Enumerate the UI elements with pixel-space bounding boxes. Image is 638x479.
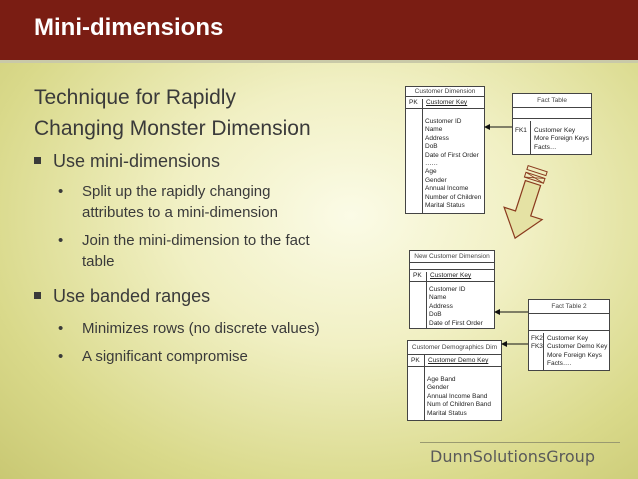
field: Customer Key — [547, 335, 589, 342]
sub-bullet-text-2: table — [82, 253, 115, 270]
bullet-banded-ranges: Use banded ranges — [34, 286, 210, 307]
field: Facts… — [534, 143, 557, 151]
pk-label: PK — [413, 272, 422, 279]
column-divider — [530, 121, 531, 154]
fact-table: Fact Table FK1 Customer Key More Foreign… — [512, 93, 592, 155]
field-list: Customer Key More Foreign Keys Facts… — [534, 127, 589, 152]
field: Customer ID — [429, 286, 466, 293]
logo-divider — [420, 442, 620, 443]
bullet-mini-dimensions: Use mini-dimensions — [34, 151, 220, 172]
field: …… — [425, 160, 438, 168]
table-title: New Customer Dimension — [410, 251, 494, 263]
key-name: Customer Key — [426, 99, 468, 106]
field-list: Customer ID Name Address DoB Date of Fir… — [425, 118, 481, 210]
field: Number of Children — [425, 193, 482, 201]
sub-bullet-text: A significant compromise — [82, 348, 248, 365]
field: Name — [429, 294, 447, 302]
sub-bullet-minimizes: • Minimizes rows (no discrete values) — [58, 318, 320, 339]
field: Num of Children Band — [427, 401, 491, 409]
key-row: PK Customer Key — [410, 270, 494, 282]
field: Gender — [427, 384, 449, 392]
field: More Foreign Keys — [547, 351, 602, 359]
field: More Foreign Keys — [534, 135, 589, 143]
bullet-text: Use banded ranges — [53, 286, 211, 306]
field: Customer Key — [534, 127, 576, 134]
fk-labels: FK2 FK3 — [531, 335, 543, 352]
fact-table-2: Fact Table 2 FK2 FK3 Customer Key Custom… — [528, 299, 610, 371]
heading-line-2: Changing Monster Dimension — [34, 117, 311, 140]
sub-bullet-text-2: attributes to a mini-dimension — [82, 204, 278, 221]
field: Customer ID — [425, 118, 462, 125]
column-divider — [426, 272, 427, 328]
field: Gender — [425, 176, 447, 184]
key-row: PK Customer Demo Key — [408, 355, 501, 367]
fk3-label: FK3 — [531, 343, 543, 351]
pk-label: PK — [411, 357, 420, 364]
field: Annual Income Band — [427, 392, 488, 400]
spacer-row — [410, 263, 494, 270]
title-bar: Mini-dimensions — [0, 0, 638, 60]
sub-bullet-split: • Split up the rapidly changing attribut… — [58, 181, 278, 223]
sub-bullet-text-1: Join the mini-dimension to the fact — [82, 232, 310, 249]
field: Address — [429, 302, 453, 310]
header-divider — [0, 60, 638, 63]
column-divider — [422, 99, 423, 213]
field: DoB — [429, 311, 442, 319]
field: Age — [425, 168, 437, 176]
field: Date of First Order — [425, 151, 479, 159]
sub-bullet-join: • Join the mini-dimension to the fact ta… — [58, 230, 310, 272]
key-name: Customer Demo Key — [428, 357, 489, 364]
customer-dimension-table: Customer Dimension PK Customer Key Custo… — [405, 86, 485, 214]
field: Age Band — [427, 376, 456, 383]
sub-bullet-compromise: • A significant compromise — [58, 346, 248, 367]
dot-bullet-icon: • — [58, 320, 64, 337]
bullet-text: Use mini-dimensions — [53, 151, 221, 171]
company-logo: DunnSolutionsGroup — [430, 447, 595, 466]
key-row — [513, 108, 591, 119]
field-list: Customer ID Name Address DoB Date of Fir… — [429, 286, 483, 328]
field: Date of First Order — [429, 319, 483, 327]
key-name: Customer Key — [430, 272, 472, 279]
column-divider — [543, 333, 544, 370]
square-bullet-icon — [34, 157, 41, 164]
fk-label: FK1 — [515, 127, 527, 135]
slide-title: Mini-dimensions — [34, 14, 224, 41]
sub-bullet-text: Minimizes rows (no discrete values) — [82, 320, 320, 337]
field: Facts…. — [547, 360, 572, 368]
field: Annual Income — [425, 185, 469, 193]
key-row: PK Customer Key — [406, 97, 484, 109]
field: Name — [425, 126, 443, 134]
field-list: Age Band Gender Annual Income Band Num o… — [427, 376, 491, 418]
big-down-arrow-icon — [503, 165, 548, 240]
column-divider — [424, 355, 425, 420]
fk2-label: FK2 — [531, 335, 543, 342]
table-title: Customer Demographics Dim — [408, 341, 501, 355]
field: Marital Status — [427, 409, 467, 417]
dot-bullet-icon: • — [58, 183, 64, 200]
table-title: Fact Table 2 — [529, 300, 609, 314]
new-customer-dimension-table: New Customer Dimension PK Customer Key C… — [409, 250, 495, 329]
dot-bullet-icon: • — [58, 232, 64, 249]
pk-label: PK — [409, 99, 418, 106]
square-bullet-icon — [34, 292, 41, 299]
heading-line-1: Technique for Rapidly — [34, 86, 236, 109]
field: DoB — [425, 143, 438, 151]
key-row — [529, 314, 609, 331]
field: Customer Demo Key — [547, 343, 608, 351]
sub-bullet-text-1: Split up the rapidly changing — [82, 183, 271, 200]
field-list: Customer Key Customer Demo Key More Fore… — [547, 335, 607, 369]
customer-demographics-dim-table: Customer Demographics Dim PK Customer De… — [407, 340, 502, 421]
dot-bullet-icon: • — [58, 348, 64, 365]
table-title: Fact Table — [513, 94, 591, 108]
field: Address — [425, 134, 449, 142]
fk1-label: FK1 — [515, 127, 527, 134]
table-title: Customer Dimension — [406, 87, 484, 97]
field: Marital Status — [425, 202, 465, 210]
